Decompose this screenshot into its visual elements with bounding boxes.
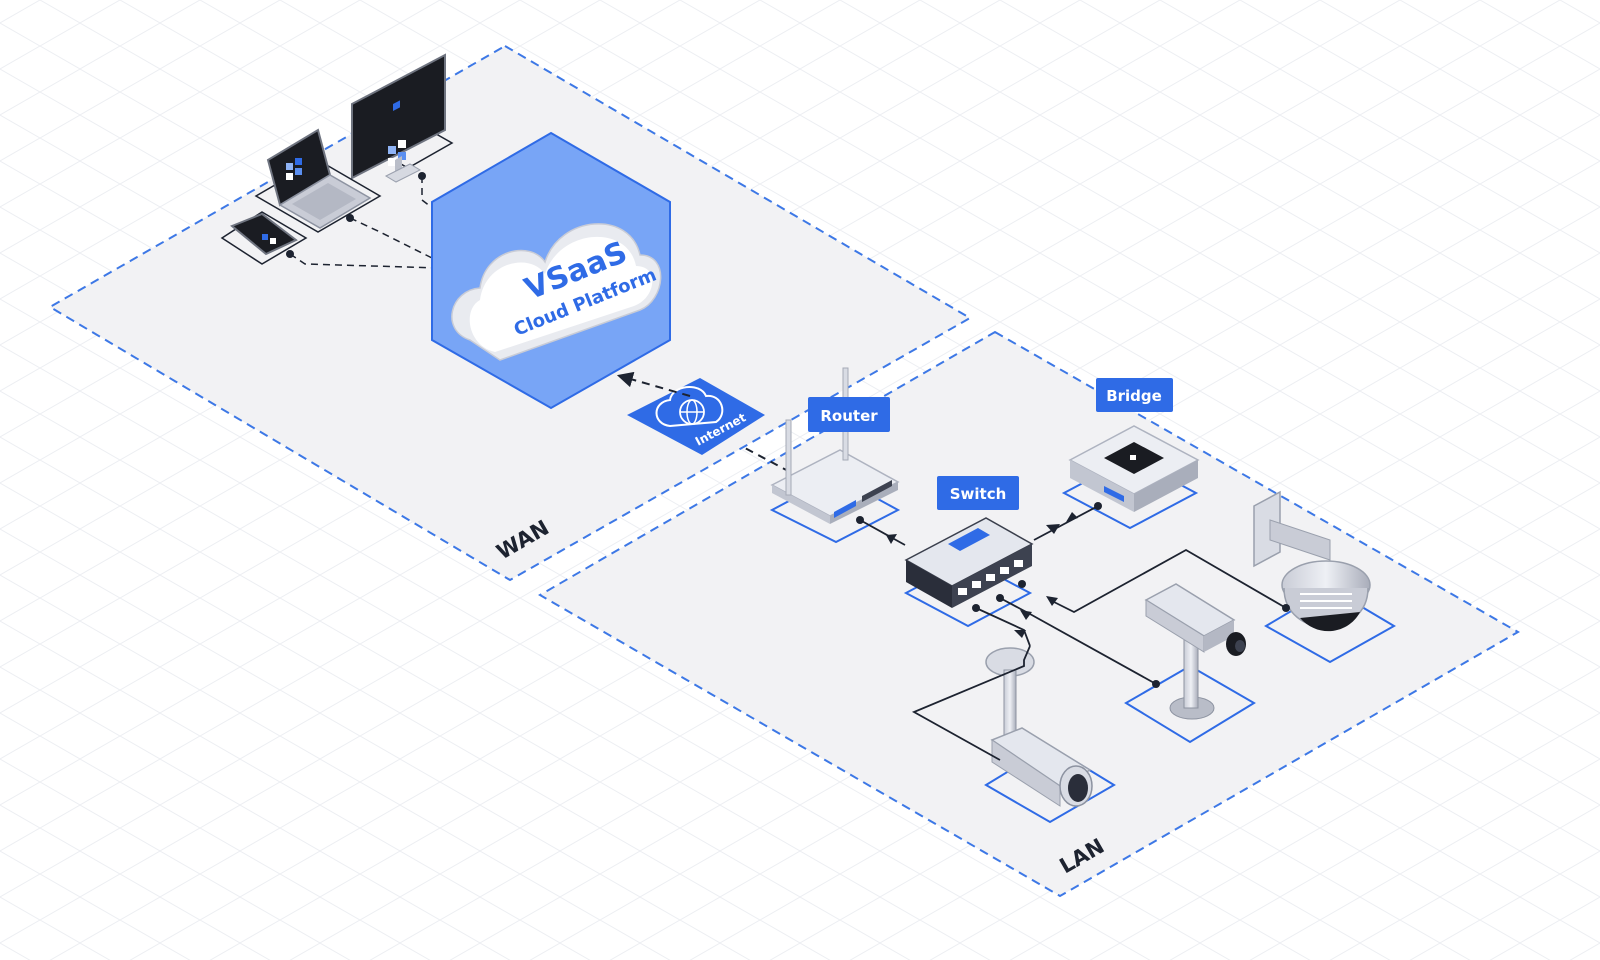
router-icon [770, 367, 900, 524]
bridge-label: Bridge [1106, 387, 1162, 405]
laptop-icon [266, 128, 372, 229]
bridge: Bridge [1061, 378, 1200, 530]
internet-to-cloud-link [616, 371, 691, 397]
router-label: Router [820, 407, 878, 425]
switch-label-box [937, 476, 1019, 510]
box-camera-icon [1144, 583, 1246, 720]
ptz-link-node [1282, 604, 1290, 612]
bridge-label-box [1096, 378, 1173, 412]
globe-cloud-icon [655, 386, 724, 428]
switch-to-router-link [859, 519, 906, 546]
switch-to-bridge-link [1033, 505, 1099, 541]
bullet-camera-icon [985, 647, 1093, 807]
switch-icon [904, 517, 1034, 608]
client-devices [220, 53, 454, 269]
vsaas-cloud-platform: VSaaS Cloud Platform [431, 131, 671, 410]
monitor-icon [351, 53, 446, 183]
ptz-camera-icon [1253, 490, 1371, 632]
router-to-internet-link [744, 447, 791, 473]
cloud-icon [451, 223, 662, 361]
clients-link [289, 253, 441, 269]
ptz-camera [1253, 490, 1396, 664]
box-camera [1124, 583, 1256, 744]
phone-icon [230, 212, 298, 256]
switch: Switch [903, 476, 1034, 628]
bridge-icon [1068, 425, 1200, 512]
bullet-camera [984, 647, 1116, 824]
router-label-box [808, 397, 890, 432]
camera-links [911, 548, 1287, 761]
router: Router [769, 367, 901, 544]
box-link-node [1152, 680, 1160, 688]
switch-label: Switch [950, 485, 1007, 503]
